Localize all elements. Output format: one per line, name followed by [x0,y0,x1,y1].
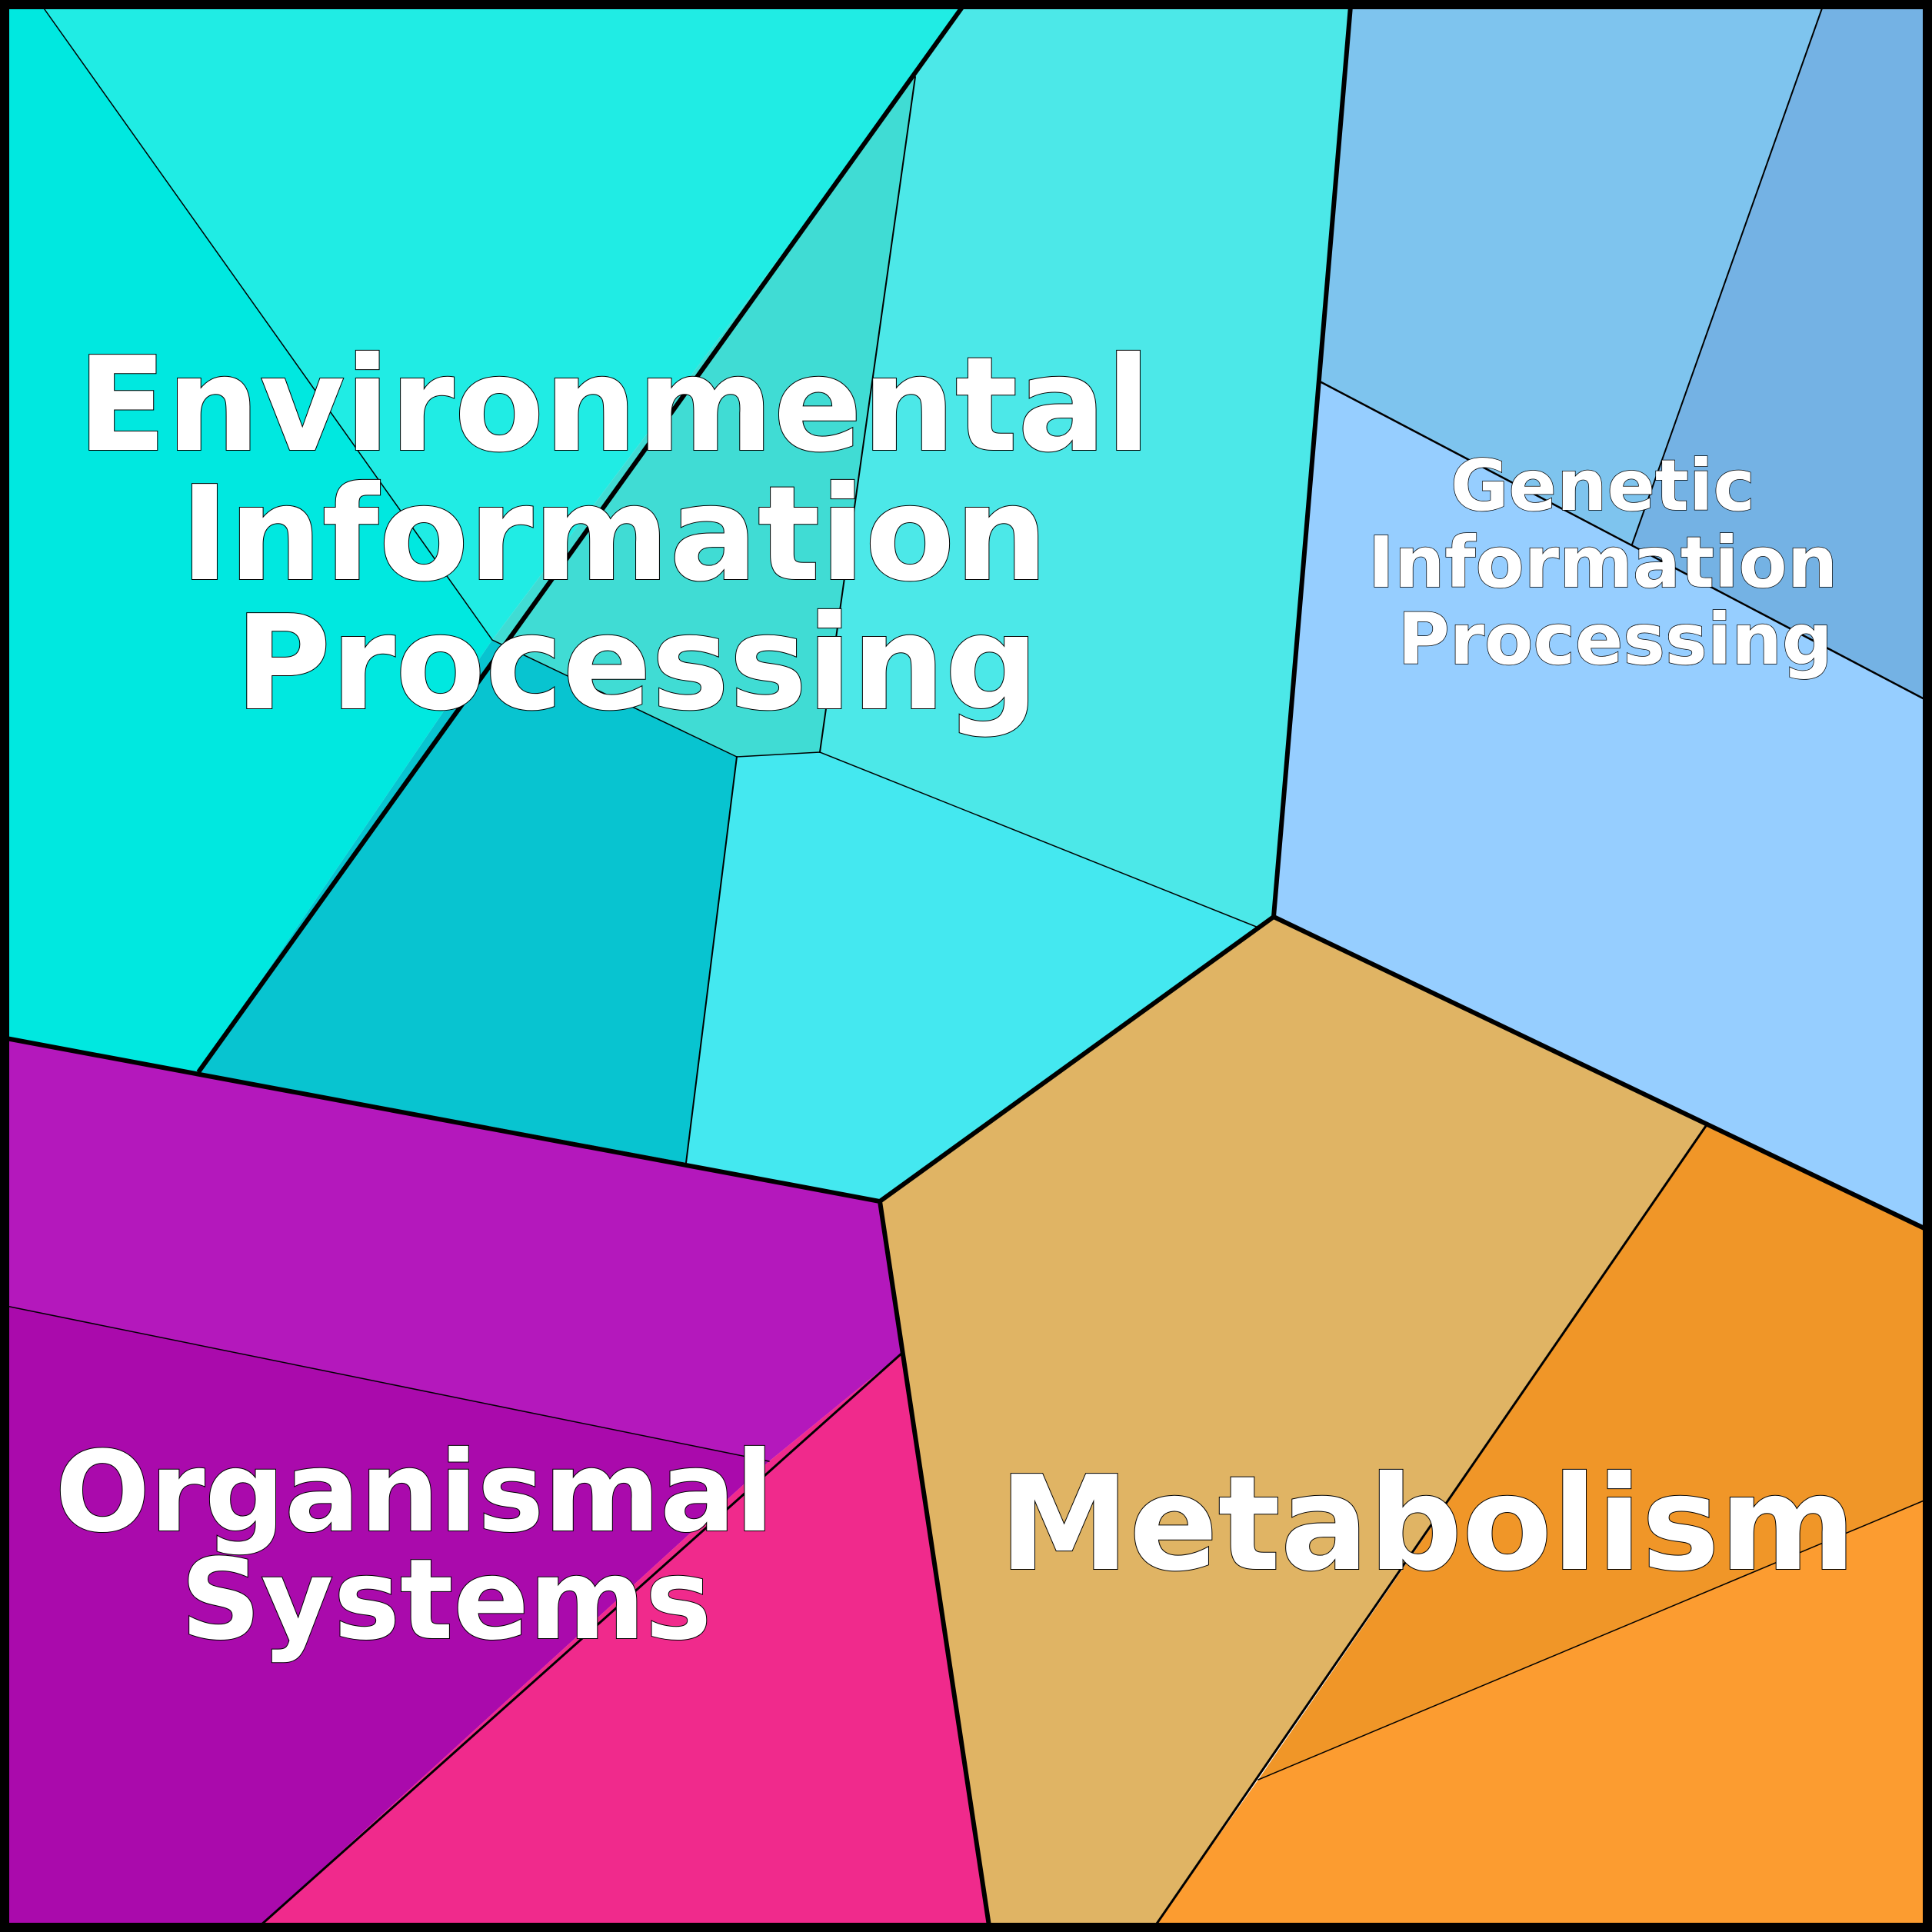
cell-environmental-lower-right [686,752,1274,1201]
border-line [1318,380,1927,701]
label-line: Processing [1397,598,1832,681]
border-line [258,1352,903,1927]
cell-environmental-top [42,6,963,640]
label-line: Processing [235,588,1039,740]
border-line [685,756,738,1164]
cell-environmental-lower-left [198,640,737,1163]
label-line: Genetic [1451,445,1755,527]
border-line [5,1305,770,1462]
cell-environmental-top-right [820,6,1351,928]
cell-genetic-top-right [1632,6,1926,700]
labels: Environmental Information Processing Gen… [55,328,1863,1666]
border-line [1631,5,1824,545]
cell-organismal-pink [260,1354,989,1926]
label-environmental: Environmental Information Processing [78,329,1197,740]
group-border-environmental [196,5,965,1074]
label-genetic: Genetic Information Processing [1368,445,1863,681]
group-border-center [5,914,1927,1231]
label-organismal: Organismal Systems [55,1427,813,1665]
group-borders [5,5,1927,1927]
border-line [1154,1124,1707,1927]
label-metabolism: Metabolism [999,1448,1856,1601]
cell-genetic-top [1320,6,1823,545]
label-line: Organismal [55,1427,774,1557]
label-line: Information [180,458,1048,611]
border-line [819,76,916,753]
label-line: Environmental [78,329,1151,481]
label-line: Systems [181,1535,711,1665]
cell-environmental-left [6,6,492,1072]
group-border-metabolism [878,1201,991,1927]
cell-metabolism-orange [1258,1126,1926,1780]
group-border-genetic [1271,5,1353,918]
cell-organismal-purple [6,1306,769,1926]
cell-organismal-magenta [6,1038,901,1461]
label-line: Information [1368,521,1838,604]
cells [6,6,1926,1926]
cell-metabolism-orange-light [1155,1500,1926,1926]
label-line: Metabolism [999,1448,1856,1601]
border-line [1257,1499,1927,1780]
cell-borders [5,5,1927,1927]
cell-genetic-main [1274,381,1926,1229]
cell-environmental-center [492,77,915,757]
cell-metabolism-main [880,917,1706,1926]
